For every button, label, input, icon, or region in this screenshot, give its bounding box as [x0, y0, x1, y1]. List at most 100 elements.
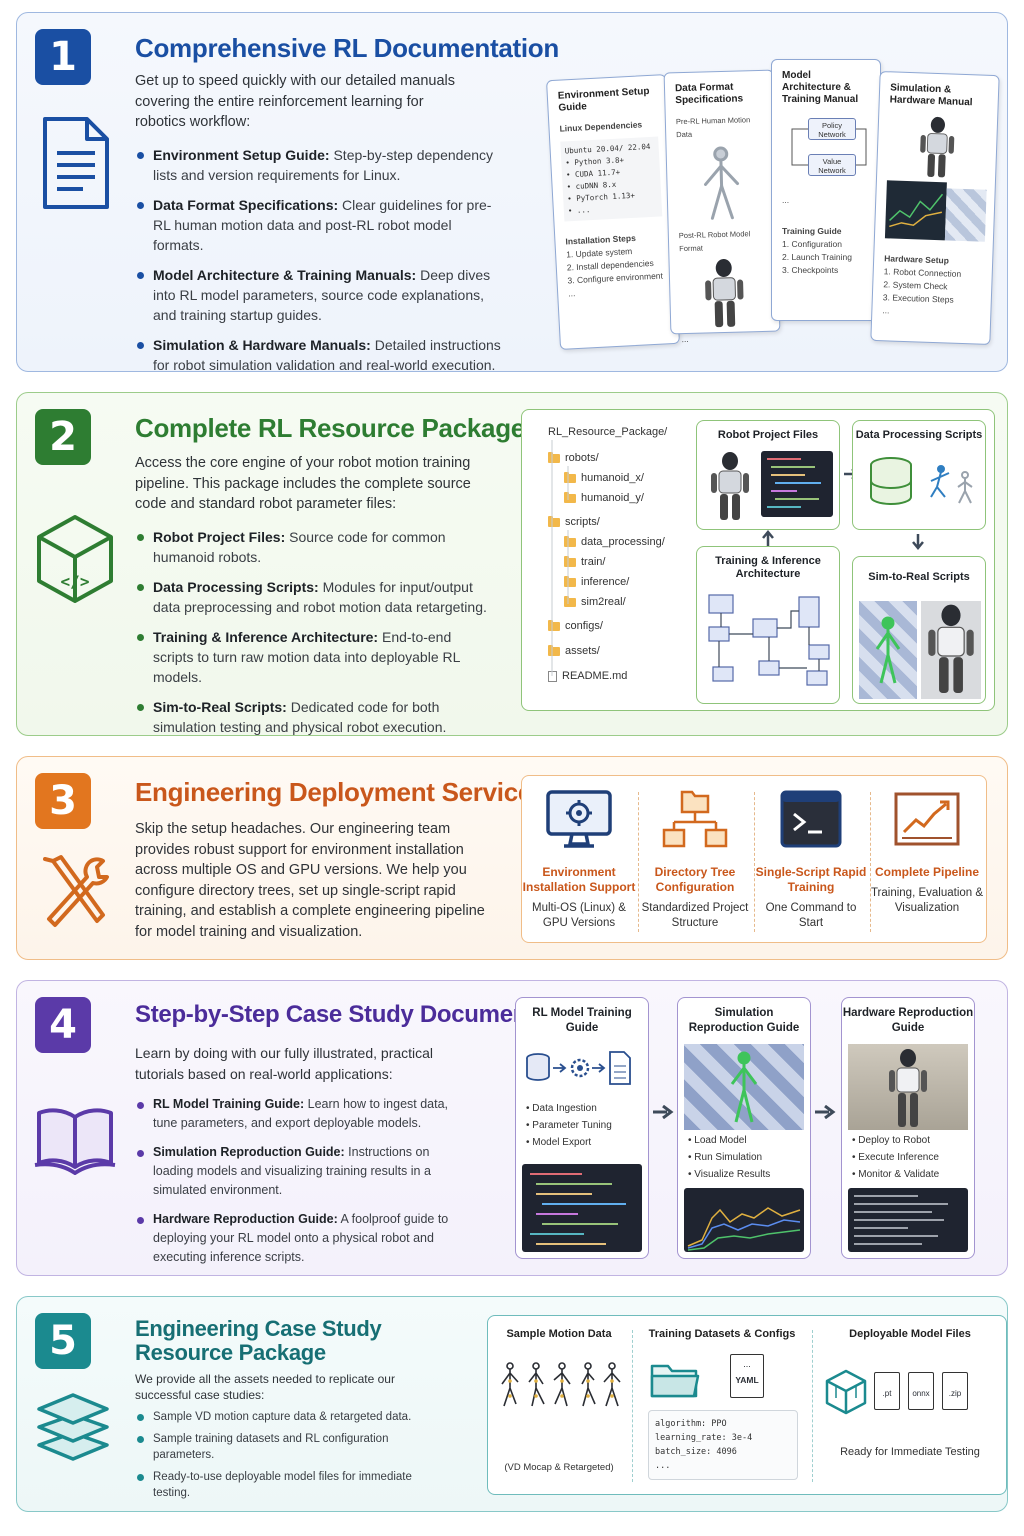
service-directory-tree: Directory Tree Configuration Standardize… [638, 776, 752, 931]
section-title: Complete RL Resource Package [135, 413, 525, 443]
section-title: Engineering Deployment Services [135, 777, 547, 807]
chart-trend-icon [894, 792, 960, 846]
section-intro: Skip the setup headaches. Our engineerin… [135, 821, 485, 940]
tree-folder: configs/ [548, 619, 603, 632]
bullet-item: Simulation Reproduction Guide: Instructi… [135, 1143, 455, 1200]
yaml-file-icon: ... YAML [730, 1354, 764, 1398]
bullet-item: Sample VD motion capture data & retarget… [135, 1409, 415, 1425]
svg-text:</>: </> [61, 572, 90, 591]
section-intro: Access the core engine of your robot mot… [135, 455, 471, 512]
database-retarget-icon [870, 457, 973, 505]
bullet-list: Environment Setup Guide: Step-by-step de… [135, 145, 505, 385]
section-number: 1 [35, 29, 91, 85]
service-single-script-training: Single-Script Rapid Training One Command… [754, 776, 868, 931]
tree-folder: scripts/ [548, 515, 600, 528]
bullet-item: Hardware Reproduction Guide: A foolproof… [135, 1210, 455, 1267]
service-complete-pipeline: Complete Pipeline Training, Evaluation &… [870, 776, 984, 916]
manual-card-env-setup: Environment Setup Guide Linux Dependenci… [546, 74, 680, 350]
tree-folder: assets/ [548, 644, 600, 657]
simulation-screenshot [884, 180, 987, 245]
robot-icon [920, 116, 955, 178]
bullet-item: Sim-to-Real Scripts: Dedicated code for … [135, 697, 495, 737]
motion-data-note: (VD Mocap & Retargeted) [504, 1462, 614, 1473]
bullet-item: Robot Project Files: Source code for com… [135, 527, 495, 567]
pt-file-icon: .pt [874, 1372, 900, 1410]
human-skeleton-icon [704, 146, 740, 220]
motion-skeletons-icon [501, 1362, 621, 1407]
guide-card-simulation: Simulation Reproduction Guide Load Model… [677, 997, 811, 1259]
bullet-item: Data Format Specifications: Clear guidel… [135, 195, 505, 255]
open-book-icon [34, 1108, 116, 1175]
terminal-icon [780, 790, 842, 848]
bullet-item: Training & Inference Architecture: End-t… [135, 627, 495, 687]
resource-assets-panel: Sample Motion Data (VD Mocap & Retargete… [487, 1315, 1007, 1495]
section-intro: We provide all the assets needed to repl… [135, 1372, 395, 1402]
manual-card-data-format: Data Format Specifications Pre-RL Human … [663, 69, 781, 344]
folder-tree-icon [662, 790, 728, 848]
onnx-file-icon: onnx [908, 1372, 934, 1410]
section-number: 3 [35, 773, 91, 829]
manual-card-model-architecture: Model Architecture & Training Manual Pol… [771, 59, 881, 321]
bullet-item: Ready-to-use deployable model files for … [135, 1469, 415, 1501]
bullet-item: Environment Setup Guide: Step-by-step de… [135, 145, 505, 185]
ingest-pipeline-icon [526, 1051, 631, 1085]
service-environment-installation: Environment Installation Support Multi-O… [522, 776, 636, 931]
directory-tree: RL_Resource_Package/ robots/ humanoid_x/… [522, 410, 692, 710]
bullet-item: Sample training datasets and RL configur… [135, 1431, 415, 1463]
section-case-study-docs: 4 Step-by-Step Case Study Documentation … [16, 980, 1008, 1276]
folder-icon [650, 1364, 700, 1398]
real-robot-photo [921, 601, 981, 699]
network-connector-lines [791, 128, 867, 166]
bullet-item: Simulation & Hardware Manuals: Detailed … [135, 335, 505, 375]
section-rl-documentation: 1 Comprehensive RL Documentation Get up … [16, 12, 1008, 373]
tree-folder: sim2real/ [564, 595, 626, 608]
tools-icon [43, 855, 109, 927]
arrow-up-icon [762, 530, 774, 546]
section-title: Step-by-Step Case Study Documentation [135, 1001, 591, 1028]
sample-motion-data-column: Sample Motion Data (VD Mocap & Retargete… [488, 1316, 630, 1494]
section-number: 4 [35, 997, 91, 1053]
simulation-scene-thumbnail [859, 601, 917, 699]
policy-network-box: Policy Network [808, 118, 856, 140]
layers-icon [37, 1393, 109, 1461]
arrow-right-icon [653, 1105, 674, 1119]
section-title: Engineering Case Study Resource Package [135, 1316, 382, 1365]
tree-folder: inference/ [564, 575, 629, 588]
terminal-output-thumbnail [848, 1188, 968, 1252]
bullet-list: Robot Project Files: Source code for com… [135, 527, 495, 747]
manual-card-sim-hardware: Simulation & Hardware Manual Hardware Se… [870, 70, 1000, 346]
section-case-study-resources: 5 Engineering Case Study Resource Packag… [16, 1296, 1008, 1512]
bullet-item: Model Architecture & Training Manuals: D… [135, 265, 505, 325]
bullet-list: Sample VD motion capture data & retarget… [135, 1409, 415, 1507]
zip-file-icon: .zip [942, 1372, 968, 1410]
data-processing-scripts-box: Data Processing Scripts [852, 420, 986, 530]
training-inference-box: Training & Inference Architecture [696, 546, 840, 704]
sim-to-real-box: Sim-to-Real Scripts [852, 556, 986, 704]
guide-card-training: RL Model Training Guide Data IngestionPa… [515, 997, 649, 1259]
tree-folder: train/ [564, 555, 605, 568]
section-rl-resource-package: 2 Complete RL Resource Package Access th… [16, 392, 1008, 736]
section-intro: Learn by doing with our fully illustrate… [135, 1045, 434, 1082]
section-title: Comprehensive RL Documentation [135, 33, 559, 63]
code-editor-thumbnail [522, 1164, 642, 1252]
guide-card-hardware: Hardware Reproduction Guide Deploy to Ro… [841, 997, 975, 1259]
code-editor-thumbnail [761, 451, 833, 517]
section-intro: Get up to speed quickly with our detaile… [135, 73, 455, 130]
section-number: 2 [35, 409, 91, 465]
tree-folder: humanoid_y/ [564, 491, 644, 504]
tree-folder: data_processing/ [564, 535, 665, 548]
code-package-icon: </> [37, 515, 113, 603]
guide-step-list: Data IngestionParameter TuningModel Expo… [526, 1100, 612, 1151]
ready-note: Ready for Immediate Testing [840, 1446, 980, 1458]
arrow-down-icon [912, 534, 924, 550]
training-datasets-column: Training Datasets & Configs ... YAML alg… [634, 1316, 810, 1494]
services-panel: Environment Installation Support Multi-O… [521, 775, 987, 943]
robot-icon [705, 258, 744, 328]
tree-folder: robots/ [548, 451, 599, 464]
section-number: 5 [35, 1313, 91, 1369]
document-icon [43, 117, 109, 209]
bullet-item: RL Model Training Guide: Learn how to in… [135, 1095, 455, 1133]
model-cube-icon [825, 1369, 867, 1415]
value-network-box: Value Network [808, 154, 856, 176]
monitor-gear-icon [546, 790, 612, 848]
